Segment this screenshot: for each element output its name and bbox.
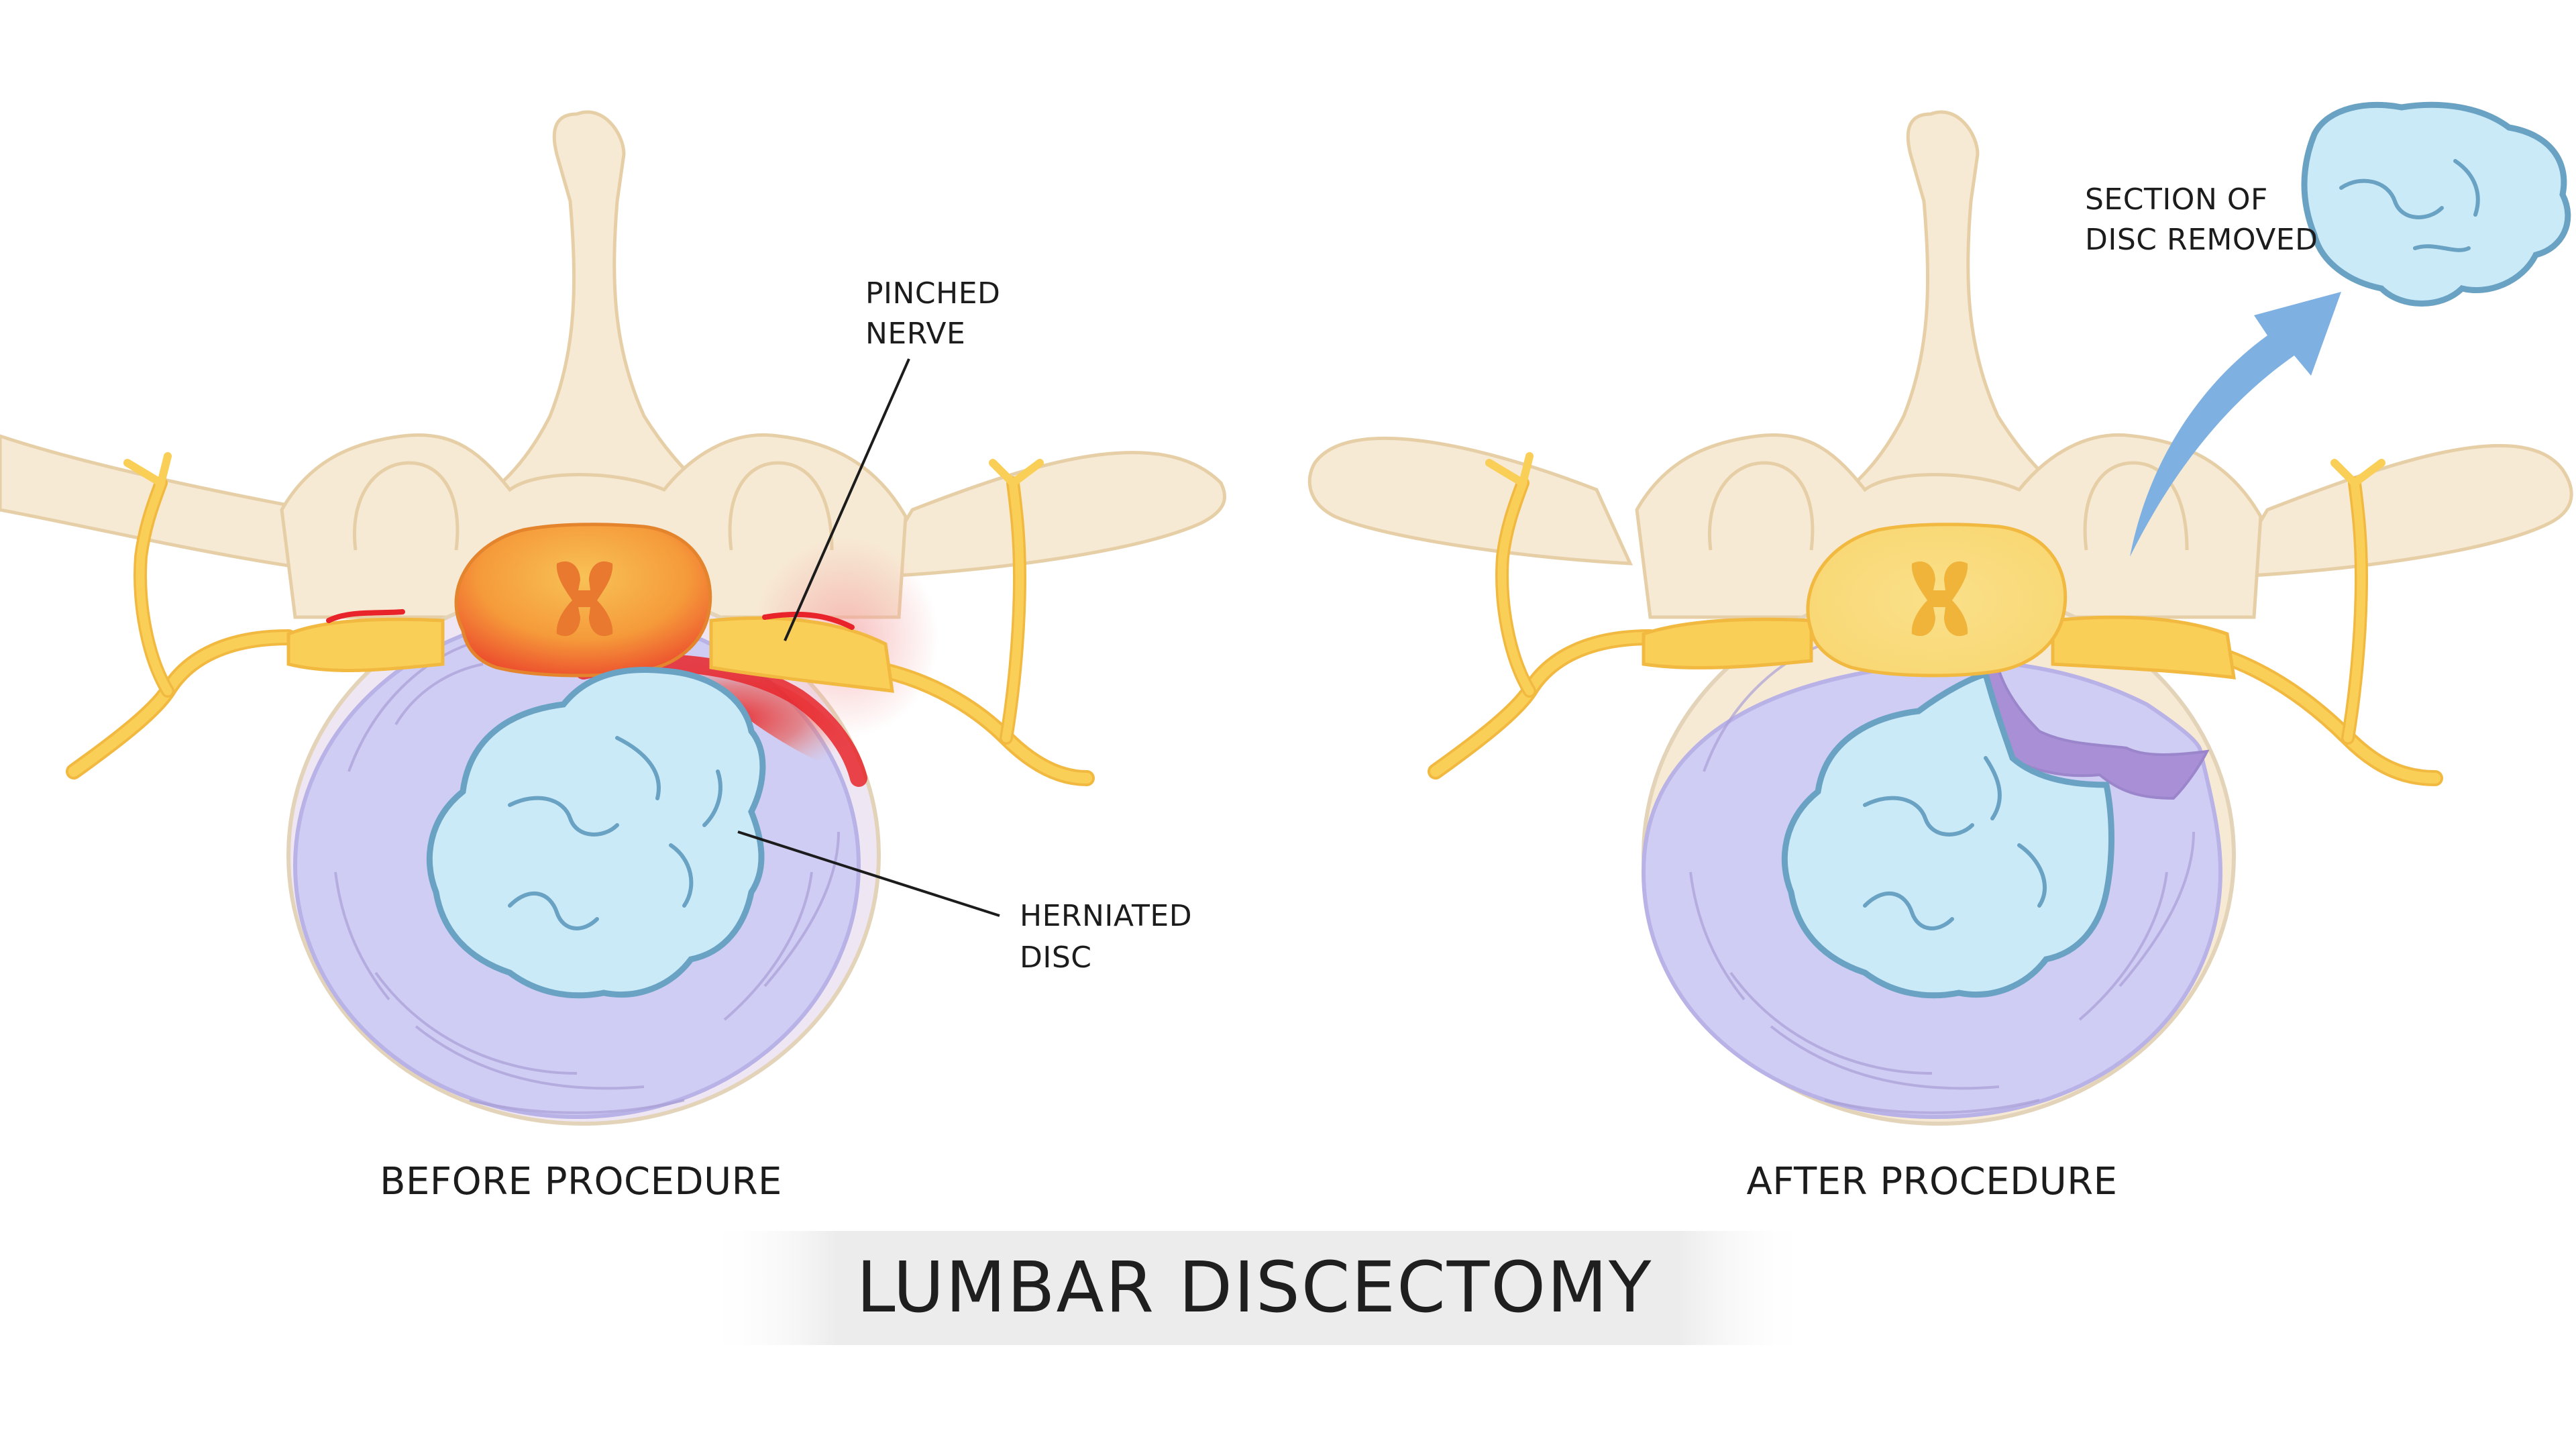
section-removed-label-line2: DISC REMOVED [2085,223,2318,257]
nucleus-squiggles [1863,756,2047,930]
page-title: LUMBAR DISCECTOMY [857,1246,1653,1328]
removed-disc-fragment [2301,101,2571,307]
annulus-rings [334,643,840,1114]
right-facet [728,461,834,551]
nerve-roots [1428,452,2443,786]
right-facet [2083,461,2189,551]
nerve-band [1642,615,2236,680]
nerve-roots [66,452,1095,786]
left-facet [353,461,460,551]
left-transverse-process [1307,436,1633,566]
spinous-process [1815,110,2093,512]
nerve-irritation-right [762,611,855,630]
pinched-nerve-leader [784,358,910,641]
pinched-nerve-band [286,616,894,693]
nucleus-squiggles [508,736,722,930]
herniated-disc-leader [737,830,1000,917]
section-removed-label-line1: SECTION OF [2085,182,2268,217]
right-transverse-process [2224,443,2573,579]
before-panel: PINCHED NERVE HERNIATED DISC BEFORE PROC… [0,110,1226,1203]
grey-matter-x [556,561,613,637]
herniated-disc-label-line1: HERNIATED [1020,899,1192,933]
grey-matter-x [1911,561,1968,637]
inflamed-annulus-bulge [604,659,859,778]
left-facet [1708,461,1815,551]
fragment-squiggles [2339,159,2480,252]
spinous-process [462,110,739,512]
pinched-nerve-label-line1: PINCHED [865,276,1000,311]
pinched-nerve-label-line2: NERVE [865,317,965,351]
nerve-irritation-left [326,609,405,623]
herniated-disc-label-line2: DISC [1020,941,1092,975]
after-procedure-caption: AFTER PROCEDURE [1747,1160,2118,1203]
title-band [704,1231,1811,1345]
removal-arrow [2130,292,2341,557]
right-transverse-process [869,451,1226,579]
before-procedure-caption: BEFORE PROCEDURE [380,1160,782,1203]
after-panel: SECTION OF DISC REMOVED AFTER PROCEDURE [1307,101,2573,1203]
